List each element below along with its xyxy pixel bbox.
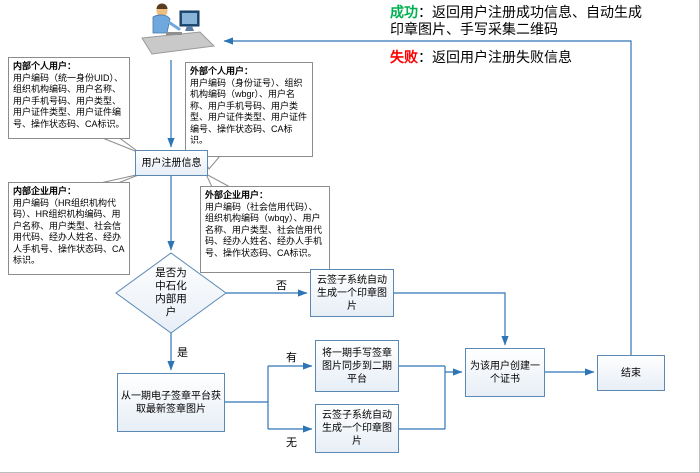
callout-title: 外部企业用户： <box>205 190 269 200</box>
callout-body: 用户编码（社会信用代码）、组织机构编码（wbqy）、用户名称、用户类型、社会信用… <box>205 201 323 258</box>
fail-label: 失败 <box>390 49 418 65</box>
callout-body: 用户编码（HR组织机构代码）、HR组织机构编码、用户名称、用户类型、社会信用代码… <box>13 197 125 266</box>
person-head <box>156 5 168 17</box>
node-create-certificate: 为该用户创建一个证书 <box>465 348 545 397</box>
callout-body: 用户编码（统一身份UID）、组织机构编码、用户名称、用户手机号码、用户类型、用户… <box>13 72 125 129</box>
node-user-register-info: 用户注册信息 <box>135 150 208 176</box>
fail-annotation: 失败：返回用户注册失败信息 <box>390 49 644 66</box>
callout-title: 内部企业用户： <box>13 186 77 196</box>
edge-label-yes: 是 <box>177 347 188 359</box>
user-terminal-icon <box>141 3 216 55</box>
fail-text: ：返回用户注册失败信息 <box>418 49 572 65</box>
edge-label-none: 无 <box>286 437 297 449</box>
callout-title: 内部个人用户： <box>13 61 77 71</box>
node-auto-generate-seal-bottom: 云签子系统自动生成一个印章图片 <box>315 404 399 453</box>
callout-body: 用户编码（身份证号）、组织机构编码（wbgr）、用户名称、用户手机号码、用户类型… <box>190 77 308 146</box>
callout-external-enterprise-user: 外部企业用户： 用户编码（社会信用代码）、组织机构编码（wbqy）、用户名称、用… <box>200 186 330 273</box>
success-label: 成功 <box>390 4 418 20</box>
callout-title: 外部个人用户： <box>190 66 254 76</box>
node-sync-signature-phase2: 将一期手写签章图片同步到二期平台 <box>315 340 399 392</box>
node-end: 结束 <box>597 355 665 391</box>
callout-external-personal-user: 外部个人用户： 用户编码（身份证号）、组织机构编码（wbgr）、用户名称、用户手… <box>185 62 313 157</box>
success-annotation: 成功：返回用户注册成功信息、自动生成印章图片、手写采集二维码 <box>390 4 644 38</box>
node-fetch-signature-phase1: 从一期电子签章平台获取最新签章图片 <box>117 373 225 432</box>
callout-tail <box>99 136 141 154</box>
callout-internal-personal-user: 内部个人用户： 用户编码（统一身份UID）、组织机构编码、用户名称、用户手机号码… <box>8 57 130 139</box>
callout-internal-enterprise-user: 内部企业用户： 用户编码（HR组织机构代码）、HR组织机构编码、用户名称、用户类… <box>8 182 130 275</box>
edge-label-has: 有 <box>286 352 297 364</box>
node-auto-generate-seal-top: 云签子系统自动生成一个印章图片 <box>310 269 394 317</box>
node-decision-is-internal-user: 是否为中石化内部用户 <box>155 267 187 318</box>
success-text: ：返回用户注册成功信息、自动生成印章图片、手写采集二维码 <box>390 4 642 37</box>
edge-label-no: 否 <box>276 280 287 292</box>
